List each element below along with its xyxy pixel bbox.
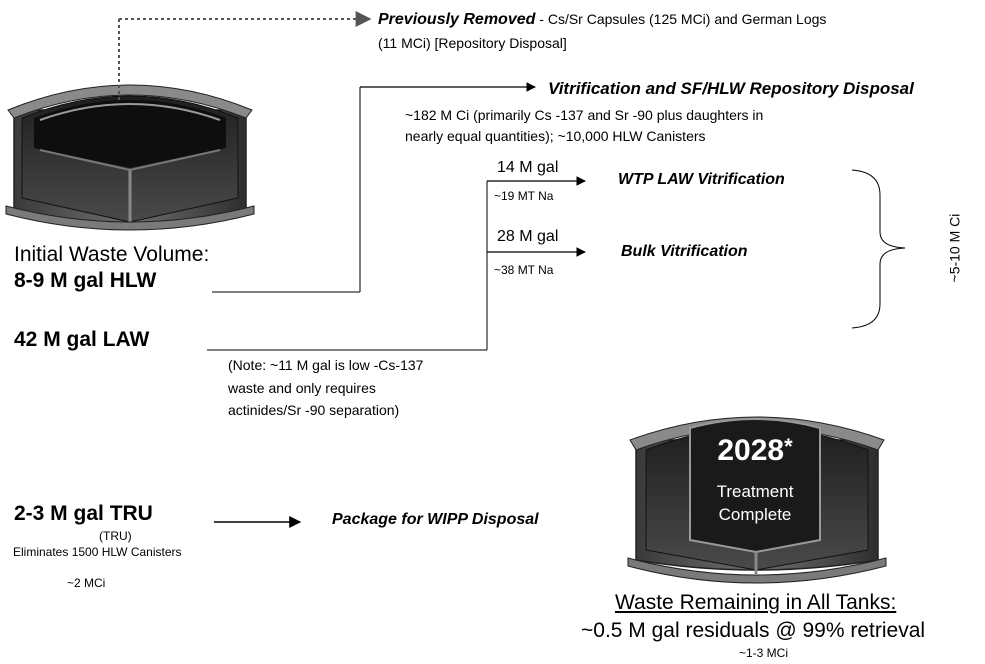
bulk-label: Bulk Vitrification: [621, 243, 748, 260]
previously-removed-line1: Previously Removed - Cs/Sr Capsules (125…: [378, 11, 826, 29]
note-line2: waste and only requires: [228, 380, 376, 396]
initial-tank-icon: [5, 84, 255, 231]
note-line1: (Note: ~11 M gal is low -Cs-137: [228, 357, 424, 373]
wtp-label: WTP LAW Vitrification: [618, 171, 785, 188]
previously-removed-connector: [118, 11, 372, 100]
vitrification-detail-2: nearly equal quantities); ~10,000 HLW Ca…: [405, 128, 706, 144]
wtp-sodium: ~19 MT Na: [494, 189, 554, 203]
tru-sub: (TRU): [99, 529, 132, 543]
complete-line: Complete: [718, 505, 792, 524]
completion-asterisk: *: [784, 434, 793, 459]
completion-year-value: 2028: [717, 434, 785, 467]
tru-curies: ~2 MCi: [67, 576, 106, 590]
vitrification-heading: Vitrification and SF/HLW Repository Disp…: [548, 79, 914, 98]
tru-volume: 2-3 M gal TRU: [14, 502, 153, 525]
remaining-curies: ~1-3 MCi: [739, 646, 789, 660]
initial-law: 42 M gal LAW: [14, 328, 150, 351]
wtp-volume: 14 M gal: [497, 159, 559, 176]
previously-removed-heading: Previously Removed: [378, 11, 536, 28]
tru-eliminates: Eliminates 1500 HLW Canisters: [13, 545, 182, 559]
brace-label: ~5-10 M Ci: [946, 213, 963, 283]
treatment-line: Treatment: [716, 482, 794, 501]
vitrification-detail-1: ~182 M Ci (primarily Cs -137 and Sr -90 …: [405, 107, 764, 123]
initial-hlw: 8-9 M gal HLW: [14, 269, 157, 292]
law-brace: [851, 169, 906, 329]
law-connector: [207, 176, 586, 351]
hlw-connector: [212, 82, 536, 293]
bulk-sodium: ~38 MT Na: [494, 263, 554, 277]
note-line3: actinides/Sr -90 separation): [228, 402, 400, 418]
remaining-residuals: ~0.5 M gal residuals @ 99% retrieval: [581, 619, 926, 642]
completion-year: 2028*: [690, 434, 820, 468]
previously-removed-detail: - Cs/Sr Capsules (125 MCi) and German Lo…: [539, 11, 827, 27]
initial-caption: Initial Waste Volume:: [14, 243, 210, 266]
final-tank-icon: [627, 416, 887, 584]
remaining-heading: Waste Remaining in All Tanks:: [615, 591, 897, 614]
previously-removed-line2: (11 MCi) [Repository Disposal]: [378, 35, 567, 51]
wipp-destination: Package for WIPP Disposal: [332, 511, 539, 528]
bulk-volume: 28 M gal: [497, 228, 559, 245]
